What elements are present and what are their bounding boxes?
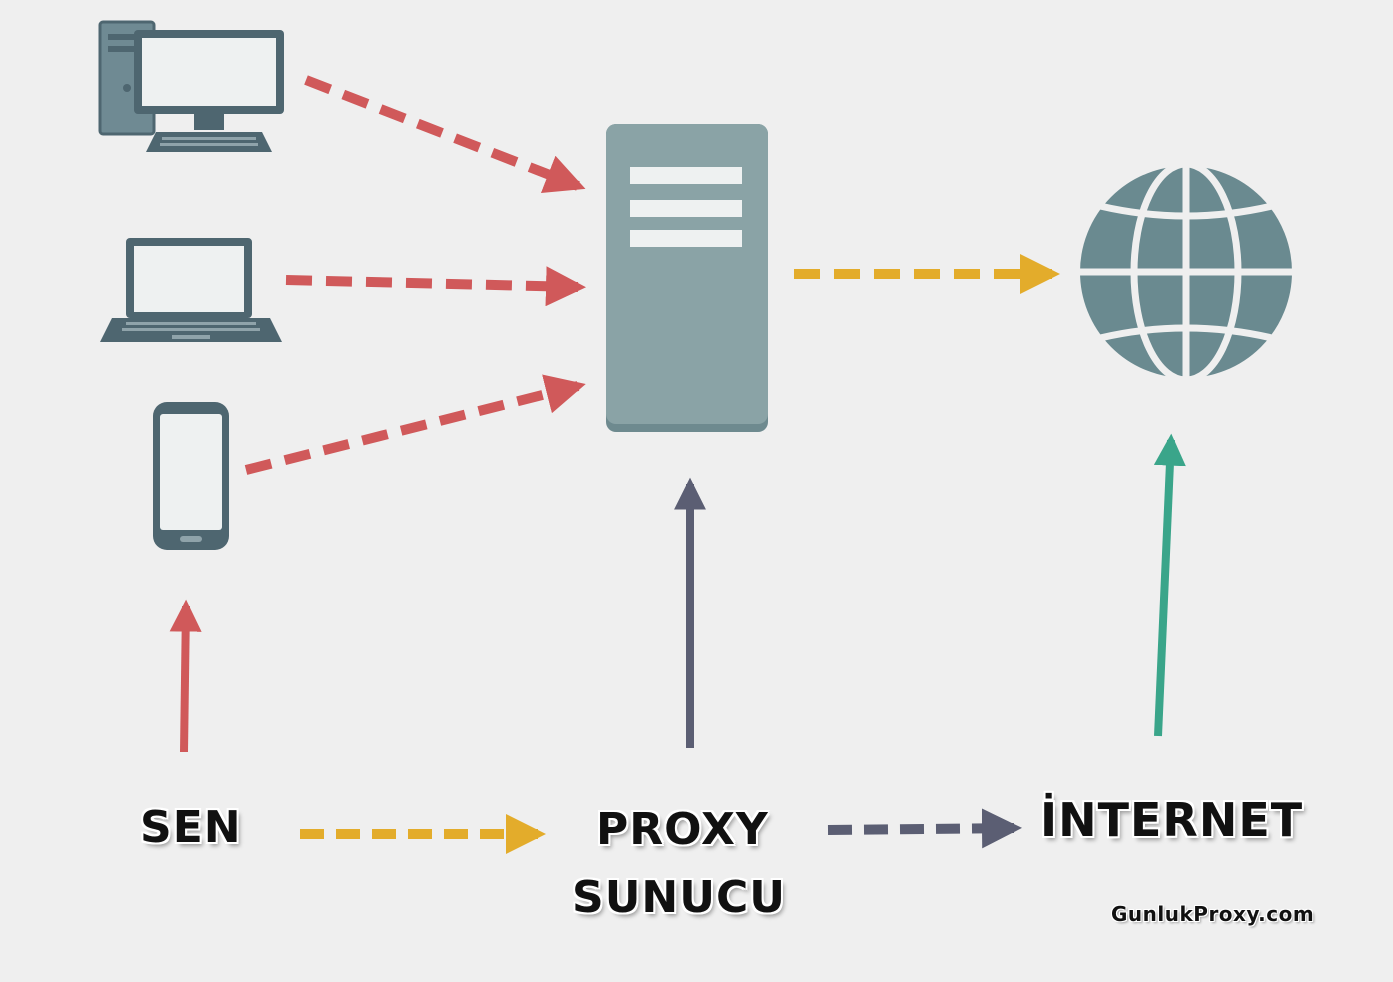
arrow-phone-to-server: [244, 374, 586, 475]
arrow-laptop-to-server: [285, 266, 586, 307]
label-internet: İNTERNET: [1040, 793, 1304, 847]
globe-icon: [1076, 160, 1296, 384]
arrow-sen-up: [169, 599, 202, 753]
laptop-icon: [100, 238, 282, 342]
label-sunucu: SUNUCU: [572, 872, 786, 923]
server-icon: [606, 124, 768, 432]
smartphone-icon: [153, 402, 229, 550]
arrow-desktop-to-server: [304, 75, 586, 194]
arrow-internet-up: [1153, 433, 1186, 737]
desktop-computer-icon: [98, 20, 284, 152]
label-proxy: PROXY: [596, 804, 769, 855]
arrow-proxy-to-internet: [827, 808, 1022, 849]
watermark-site: GunlukProxy.com: [1111, 902, 1315, 926]
label-sen: SEN: [140, 802, 242, 853]
